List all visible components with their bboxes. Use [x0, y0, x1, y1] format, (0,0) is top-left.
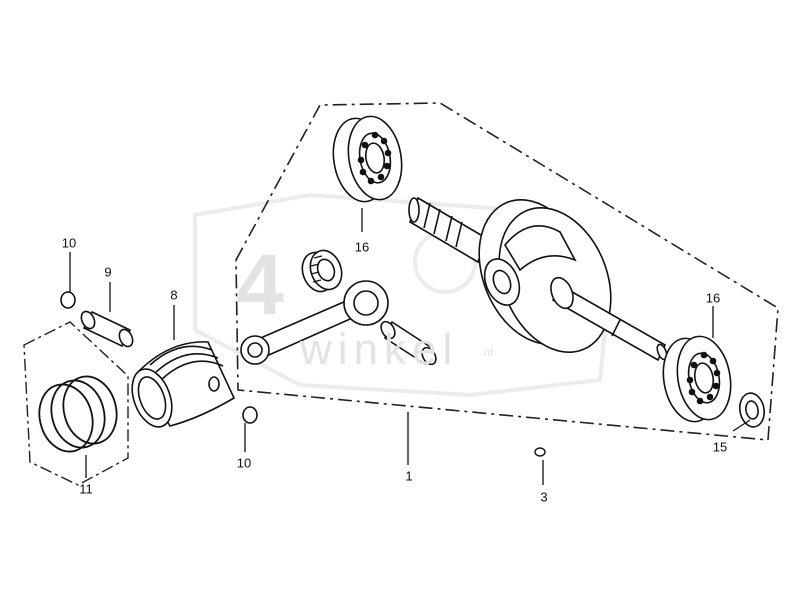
piston-pin-part [80, 310, 134, 348]
crankshaft-part [408, 196, 668, 362]
bearing-top-part [332, 115, 403, 203]
callout-piston-pin: 9 [104, 264, 112, 280]
callout-crankshaft: 1 [405, 468, 413, 484]
piston-ring-set-part [38, 375, 118, 453]
connecting-rod-part [240, 280, 389, 365]
watermark-tld-text: .nl [480, 345, 493, 359]
crankshaft-assembly-outline [235, 102, 779, 441]
watermark-site-text: winkel [300, 325, 459, 374]
callout-clip-left: 10 [61, 235, 77, 251]
piston-ring-group-outline [23, 321, 129, 486]
bearing-right-part [662, 335, 732, 423]
oil-seal-part [739, 392, 765, 428]
callout-piston: 8 [170, 287, 178, 303]
leader-lines [69, 208, 751, 485]
callout-clip-right: 10 [236, 455, 252, 471]
needle-bearing-part [301, 249, 343, 293]
watermark-brand-text: 4 [236, 237, 284, 333]
callout-bearing-right: 16 [705, 290, 721, 306]
callout-bearing-top: 16 [354, 239, 370, 255]
woodruff-key-part [534, 447, 546, 457]
crank-pin-part [380, 320, 437, 366]
piston-pin-clip-left-part [60, 291, 76, 309]
callout-piston-ring-set: 11 [79, 481, 93, 497]
callout-key: 3 [540, 489, 548, 505]
piston-part [131, 341, 236, 428]
piston-pin-clip-right-part [242, 406, 258, 424]
callout-oil-seal: 15 [712, 439, 728, 455]
